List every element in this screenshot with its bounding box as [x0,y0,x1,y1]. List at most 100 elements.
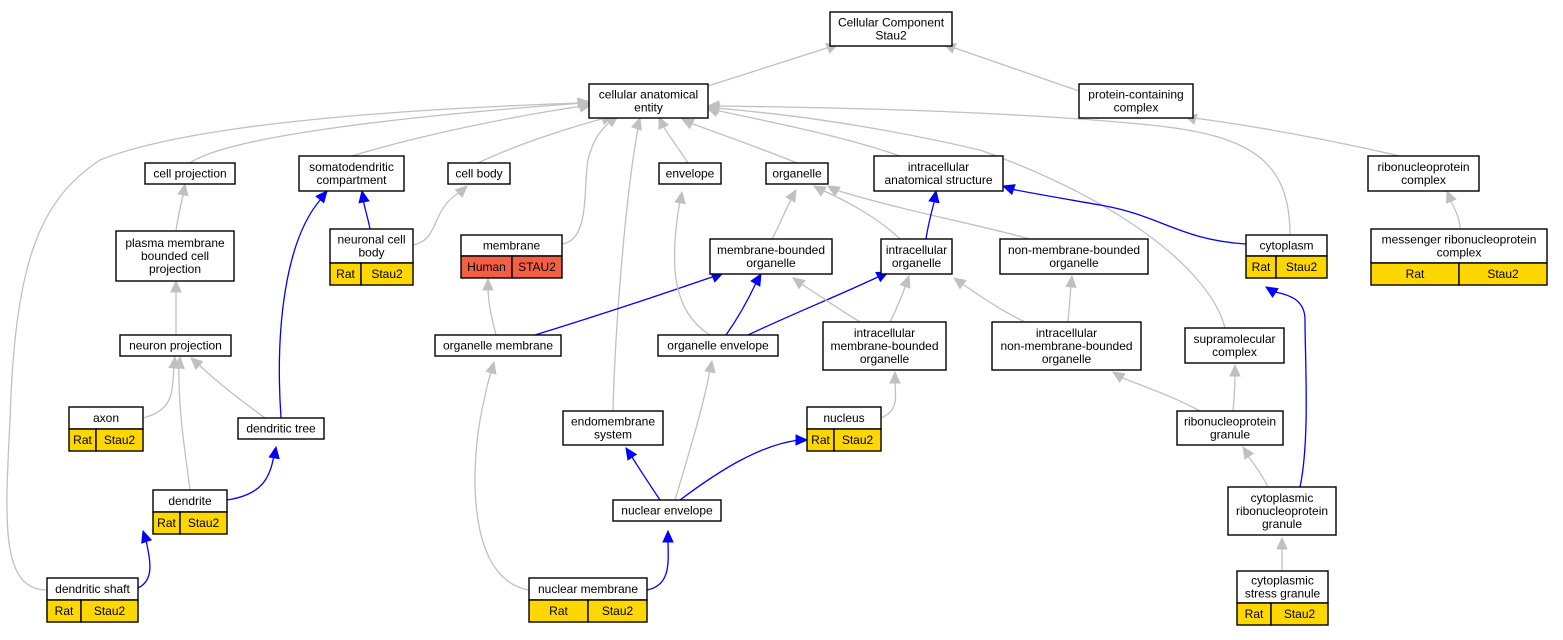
edge-io-to-ias [925,189,940,240]
edge-neuronproj-to-pmbcp [170,279,182,336]
node-label-line: endomembrane [571,415,655,429]
edge-line [477,117,606,164]
edge-line [1232,372,1236,412]
edge-imbo-to-io [889,274,911,323]
edge-line [1247,455,1269,488]
edge-crnpg-to-rnpg [1242,445,1269,488]
arrowhead [170,279,182,293]
edge-line [747,275,881,336]
go-term-node-organelle[interactable]: organelle [765,162,829,185]
node-box [1176,410,1284,446]
edge-orgmem-to-mbo [534,272,725,336]
node-label-line: intracellular [1036,326,1097,340]
node-label-line: compartment [316,173,387,187]
annotation-species: Rat [811,433,830,447]
edge-line [612,127,639,412]
annotation-gene-cell [587,599,648,623]
node-box [999,238,1149,275]
edge-nucenv-to-endo [625,446,661,501]
node-box [658,162,722,185]
arrowhead [141,529,153,544]
annotation-gene: Stau2 [602,604,634,618]
edge-ias-to-cae [705,106,901,157]
edge-line [821,189,901,240]
edge-line [474,369,530,591]
edge-mbo-to-organelle [771,188,797,240]
arrowhead [1065,274,1077,288]
go-term-node-nucenv[interactable]: nuclear envelope [612,499,722,522]
go-term-node-inmbo[interactable]: intracellularnon-membrane-boundedorganel… [991,321,1142,371]
node-label-line: organelle [772,167,822,181]
node-box [829,11,953,47]
node-label-line: messenger ribonucleoprotein [1382,233,1537,247]
edge-line [673,199,711,336]
node-label-line: membrane-bounded [830,339,938,353]
node-box [588,83,709,119]
go-term-node-cellproj[interactable]: cell projection [144,162,236,185]
go-term-node-orgmem[interactable]: organelle membrane [434,334,562,357]
node-label-line: intracellular [908,160,969,174]
node-label-line: body [358,246,384,260]
edge-line [689,122,798,164]
edge-line [707,46,831,87]
annotation-gene-cell [80,599,139,623]
arrowhead [454,185,468,199]
arrowhead [358,189,370,204]
edge-line [679,439,800,501]
edge-somato-to-cae [351,101,593,157]
edge-membrane-to-cae [561,115,619,245]
edge-inmbo-to-io [953,277,1026,323]
go-term-node-neuronproj[interactable]: neuron projection [119,334,232,357]
annotation-gene-cell [511,255,563,279]
go-term-node-cellbody[interactable]: cell body [447,162,511,185]
go-term-node-dtree[interactable]: dendritic tree [237,417,325,440]
arrowhead [750,272,762,287]
arrowhead [485,360,497,375]
edge-nucmem-to-nucenv [646,529,674,591]
node-box [298,155,405,192]
arrowhead [662,529,674,543]
node-label-line: bounded cell [141,249,209,263]
node-label-line: somatodendritic [309,160,394,174]
edge-supra-to-cae [706,103,1226,329]
node-label-line: granule [1262,517,1302,531]
node-box [1370,228,1548,264]
node-box [115,230,235,282]
go-term-node-envelope[interactable]: envelope [658,162,722,185]
arrowhead [1229,363,1241,377]
node-label-line: organelle envelope [667,339,769,353]
arrowhead [1264,286,1279,299]
annotation-species: Rat [1406,267,1425,281]
node-label-line: organelle [1042,352,1092,366]
arrowhead [1446,189,1457,204]
go-term-node-orgenv[interactable]: organelle envelope [657,334,779,357]
node-label-line: dendritic shaft [55,582,130,596]
edge-line [1192,117,1401,157]
annotation-species: Rat [549,604,568,618]
